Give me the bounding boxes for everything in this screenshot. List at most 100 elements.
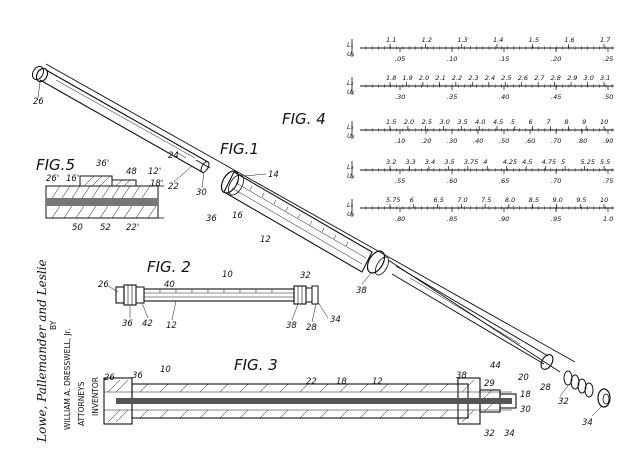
ref-34: 34 <box>504 429 515 439</box>
upper-tick-label: 7.0 <box>457 196 467 204</box>
upper-tick-label: 2.5 <box>422 118 432 126</box>
upper-tick-label: 1.5 <box>529 36 539 44</box>
upper-tick-label: 5.75 <box>386 196 400 204</box>
upper-tick-label: 2.9 <box>567 74 577 82</box>
ref-22: 22 <box>306 377 317 387</box>
ref-29: 29 <box>484 379 495 389</box>
scale-lower-label: U₁ <box>347 50 355 58</box>
ref-12: 12 <box>166 321 177 331</box>
upper-tick-label: 7.5 <box>481 196 491 204</box>
upper-tick-label: 5 <box>511 118 515 126</box>
fig5-label: FIG.5 <box>36 156 75 174</box>
lower-tick-label: .30 <box>395 93 405 101</box>
upper-tick-label: 5 <box>561 158 565 166</box>
upper-tick-label: 1.9 <box>402 74 412 82</box>
lower-tick-label: .70 <box>551 137 561 145</box>
ref-10: 10 <box>222 270 233 280</box>
upper-tick-label: 1.5 <box>386 118 396 126</box>
scale-upper-label: L₄ <box>347 163 354 171</box>
rod-22 <box>31 65 211 173</box>
lower-tick-label: .90 <box>603 137 613 145</box>
upper-tick-label: 1.7 <box>600 36 611 44</box>
by-text: BY <box>49 320 58 330</box>
fig2-scale-ticks <box>159 289 273 293</box>
upper-tick-label: 2.0 <box>404 118 414 126</box>
fig3-label: FIG. 3 <box>234 356 278 374</box>
fig3-hatching <box>107 379 493 423</box>
fig2-label: FIG. 2 <box>147 258 191 276</box>
ref-12: 12 <box>372 377 383 387</box>
scale-upper-label: L₃ <box>347 123 354 131</box>
lower-tick-label: .65 <box>499 177 509 185</box>
lower-tick-label: .60 <box>447 177 457 185</box>
scale-lower-label: U₄ <box>347 172 355 180</box>
upper-tick-label: 1.3 <box>457 36 467 44</box>
ref-14: 14 <box>268 170 279 180</box>
upper-tick-label: 6 <box>529 118 533 126</box>
scale-lower-label: U₅ <box>347 210 355 218</box>
upper-tick-label: 9.5 <box>576 196 586 204</box>
upper-tick-label: 4.5 <box>522 158 532 166</box>
upper-tick-label: 3.0 <box>440 118 450 126</box>
fig1-label: FIG.1 <box>220 140 259 158</box>
ref-18: 18 <box>520 390 531 400</box>
ref-32: 32 <box>484 429 495 439</box>
ref-36: 36 <box>132 371 143 381</box>
lower-tick-label: .55 <box>395 177 405 185</box>
by-label: BY <box>49 320 58 330</box>
upper-tick-label: 9 <box>582 118 586 126</box>
ref-34: 34 <box>330 315 341 325</box>
ref-18: 18 <box>336 377 347 387</box>
upper-tick-label: 1.2 <box>422 36 432 44</box>
firm-signature: Lowe, Pallemander and Leslie <box>35 259 49 443</box>
lower-tick-label: .05 <box>395 55 405 63</box>
ref-52: 52 <box>100 223 111 233</box>
scale-lower-label: U₂ <box>347 88 355 96</box>
ref-26: 26 <box>104 373 115 383</box>
lower-tick-label: .60 <box>525 137 535 145</box>
ref-36: 36 <box>122 319 133 329</box>
barrel-scale-ticks <box>249 185 349 247</box>
upper-tick-label: 3.4 <box>425 158 435 166</box>
fig4-label: FIG. 4 <box>282 110 326 128</box>
lower-tick-label: .40 <box>499 93 509 101</box>
upper-tick-label: 4.25 <box>503 158 517 166</box>
upper-tick-label: 3.1 <box>600 74 610 82</box>
fig1-reference-numerals: 26 24 22 30 14 36 16 12 38 44 20 28 18 3… <box>33 97 593 428</box>
upper-tick-label: 2.6 <box>518 74 528 82</box>
ref-26: 26 <box>33 97 44 107</box>
ref-44: 44 <box>490 361 501 371</box>
ref-30: 30 <box>196 188 207 198</box>
attorneys-text: ATTORNEYS <box>77 381 86 426</box>
attorneys-label: ATTORNEYS <box>77 381 86 426</box>
upper-tick-label: 3.0 <box>584 74 594 82</box>
ref-42: 42 <box>142 319 153 329</box>
ref-32: 32 <box>558 397 569 407</box>
lower-tick-label: .10 <box>395 137 405 145</box>
upper-tick-label: 2.7 <box>534 74 545 82</box>
ref-26: 26 <box>98 280 109 290</box>
rod-20 <box>391 265 554 370</box>
upper-tick-label: 2.2 <box>452 74 462 82</box>
fig2-reference-numerals: 10 26 40 32 36 42 12 38 28 34 <box>98 270 341 333</box>
upper-tick-label: 8 <box>564 118 568 126</box>
fig2-leaders <box>107 285 329 323</box>
lower-tick-label: .40 <box>473 137 483 145</box>
upper-tick-label: 2.3 <box>468 74 478 82</box>
lower-tick-label: 1.0 <box>603 215 613 223</box>
scale-upper-label: L₁ <box>347 41 354 49</box>
fig1-leaders <box>37 81 603 417</box>
lower-tick-label: .90 <box>499 215 509 223</box>
upper-tick-label: 4.5 <box>493 118 503 126</box>
ref-12: 12 <box>260 235 271 245</box>
lower-tick-label: .15 <box>499 55 509 63</box>
ref-28: 28 <box>540 383 551 393</box>
ref-48: 48 <box>126 167 137 177</box>
upper-tick-label: 2.0 <box>419 74 429 82</box>
upper-tick-label: 1.1 <box>386 36 396 44</box>
upper-tick-label: 2.1 <box>435 74 445 82</box>
